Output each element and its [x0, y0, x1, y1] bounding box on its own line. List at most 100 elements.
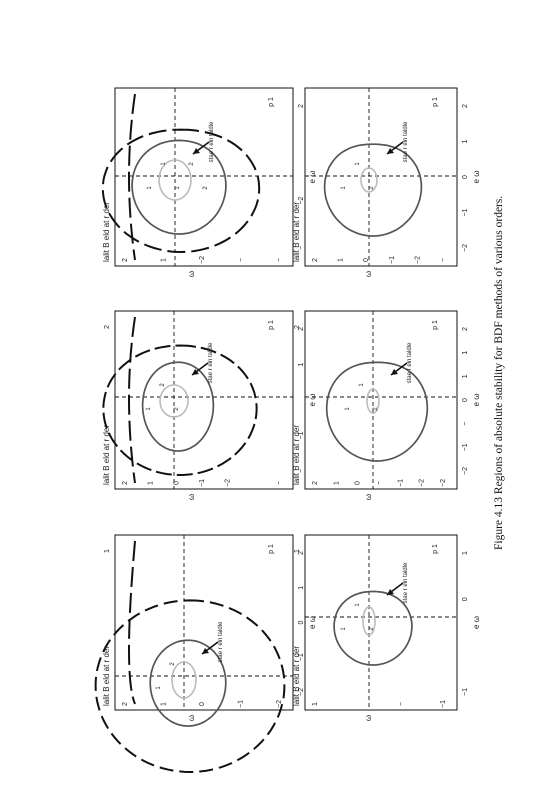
contour-middle — [141, 361, 215, 452]
contour-inner — [159, 384, 189, 418]
panel-xtick: 2 — [462, 327, 469, 331]
plot-panel-5: lalit B eld at r der e ω ω stae r eln taldl… — [292, 310, 481, 500]
region-arrow-head — [202, 648, 209, 654]
panel-ytick: − — [376, 481, 383, 485]
panel-xlabel: e ω — [308, 616, 317, 629]
panel-xtick: − — [462, 422, 469, 426]
panel-ylabel: ω — [187, 271, 196, 277]
panel-region-label: stae r eln taldle — [403, 562, 409, 603]
contour-label: 2 — [189, 162, 195, 166]
panel-top-tick: 2 — [294, 325, 301, 329]
panel-ytick: −2 — [199, 256, 206, 264]
panel-ylabel: ω — [187, 494, 196, 500]
panel-ylabel: ω — [364, 494, 373, 500]
panel-ytick: 1 — [148, 481, 155, 485]
panel-xtick: −2 — [462, 467, 469, 475]
contour-inner — [171, 661, 197, 699]
panel-ytick: 1 — [312, 702, 319, 706]
panel-xlabel: e ω — [308, 394, 317, 407]
panel-ytick: −1 — [389, 256, 396, 264]
panel-frame — [114, 87, 294, 267]
contour-middle — [325, 361, 429, 462]
contour-label: 2 — [369, 627, 375, 631]
panel-frame — [304, 310, 458, 490]
panel-xtick: −1 — [298, 431, 305, 439]
panel-xlabel: e ω — [472, 394, 481, 407]
contour-middle — [131, 139, 227, 235]
panel-order-label: p 1 — [432, 320, 439, 330]
contour-middle — [333, 590, 413, 666]
contour-outer — [102, 344, 258, 477]
contour-far — [128, 540, 136, 705]
panel-xtick: 1 — [462, 139, 469, 143]
region-arrow-head — [193, 148, 200, 154]
panel-frame — [304, 87, 458, 267]
panel-xlabel: e ω — [472, 171, 481, 184]
contour-inner — [362, 606, 376, 636]
panel-region-label: stae r eln taldle — [218, 621, 224, 662]
panel-title: lalit B eld at r der — [102, 202, 111, 262]
panel-xtick: 1 — [462, 551, 469, 555]
panel-title: lalit B eld at r der — [102, 425, 111, 485]
panel-xtick: 2 — [298, 327, 305, 331]
panel-xtick: 2 — [462, 104, 469, 108]
panel-ytick: −2 — [414, 256, 421, 264]
region-arrow-head — [391, 369, 398, 375]
panel-ytick: 2 — [122, 702, 129, 706]
panel-title: lalit B eld at r der — [292, 425, 301, 485]
panel-ytick: 1 — [161, 702, 168, 706]
panel-ytick: −2 — [225, 479, 232, 487]
panel-xtick: − — [298, 469, 305, 473]
panel-xtick: −2 — [298, 197, 305, 205]
figure-caption: Figure 4.13 Regions of absolute stabilit… — [493, 195, 505, 550]
panel-ytick: 2 — [312, 481, 319, 485]
panel-ytick: − — [238, 258, 245, 262]
panel-order-label: p 1 — [268, 320, 275, 330]
contour-outer — [94, 599, 286, 774]
panel-xtick: 1 — [298, 362, 305, 366]
panel-ytick: 1 — [338, 258, 345, 262]
panel-top-tick: 2 — [104, 325, 111, 329]
panel-ytick: 0 — [363, 258, 370, 262]
panel-xtick: 1 — [462, 374, 469, 378]
panel-region-label: stae r eln taldle — [208, 342, 214, 383]
panel-region-label: stae r eln taldle — [403, 121, 409, 162]
panel-ytick: 2 — [122, 481, 129, 485]
region-arrow-head — [387, 589, 394, 595]
region-arrow-head — [387, 148, 394, 154]
contour-label: 1 — [355, 162, 361, 166]
panel-xtick: 2 — [298, 551, 305, 555]
contour-outer — [101, 128, 261, 254]
panel-title: lalit B eld at r der — [292, 202, 301, 262]
contour-label: 2 — [369, 186, 375, 190]
contour-label: 1 — [146, 407, 152, 411]
panel-ytick: −2 — [440, 479, 447, 487]
panel-ytick: 1 — [333, 481, 340, 485]
contour-label: 1 — [147, 186, 153, 190]
contour-label: 2 — [174, 407, 180, 411]
panel-xtick: −1 — [462, 688, 469, 696]
contour-label: 1 — [175, 186, 181, 190]
region-arrow-head — [192, 369, 199, 375]
contour-label: 2 — [160, 383, 166, 387]
panel-top-tick: 1 — [294, 549, 301, 553]
panel-ytick: −1 — [199, 479, 206, 487]
panel-xtick: −1 — [462, 443, 469, 451]
panel-ylabel: ω — [364, 271, 373, 277]
panel-title: lalit B eld at r der — [292, 646, 301, 706]
panel-region-label: stae r eln taldle — [407, 342, 413, 383]
plot-panel-6: lalit B eld at r der e ω ω stae r eln taldl… — [292, 87, 481, 277]
contour-label: 1 — [355, 603, 361, 607]
panel-order-label: p 1 — [432, 97, 439, 107]
panel-xtick: 1 — [298, 586, 305, 590]
panel-xtick: 0 — [462, 175, 469, 179]
panel-ytick: −1 — [440, 700, 447, 708]
contour-middle — [323, 143, 423, 237]
panel-ytick: 0 — [355, 481, 362, 485]
panel-frame — [304, 534, 458, 711]
panel-order-label: p 1 — [268, 544, 275, 554]
